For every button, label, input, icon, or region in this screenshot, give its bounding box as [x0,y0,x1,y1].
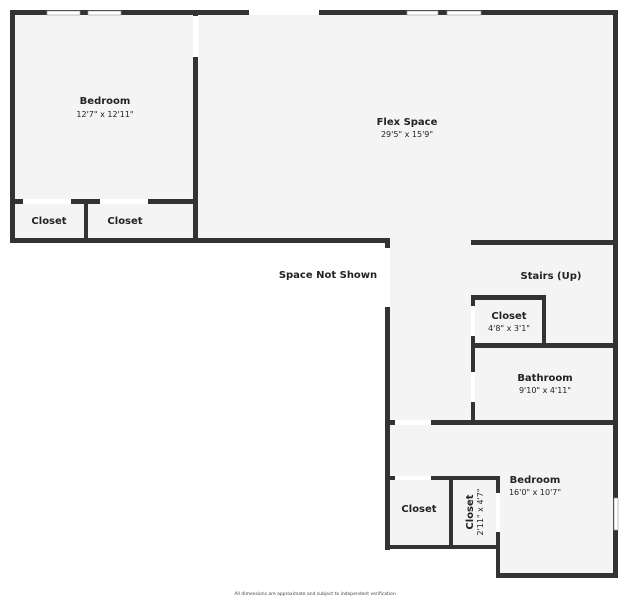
door-closet4 [395,476,431,480]
closet3-floor [473,297,544,345]
wall-hall-left [385,238,390,550]
door-hall [385,248,390,307]
room-dims: 2'11" x 4'7" [476,488,485,535]
wall-left [10,10,15,243]
bedroom2-lower-floor [498,540,616,576]
door-bedroom1 [193,16,198,57]
wall-bathroom-bottom [385,420,618,425]
room-dims: 4'8" x 3'1" [488,324,530,333]
flex-floor [196,12,616,241]
wall-closet4-divider [449,476,453,548]
room-name: Stairs (Up) [521,271,582,282]
door-closet5 [496,493,500,532]
room-name: Bedroom [80,96,131,107]
window [87,10,122,16]
floor-areas [12,12,616,576]
wall-closet3-top [471,295,546,300]
room-name: Closet [31,216,66,227]
wall-stairs-top [471,240,618,245]
window [446,10,482,16]
room-name: Closet [401,504,436,515]
wall-left-bottom [10,238,390,243]
wall-bottom [496,573,618,578]
wall-right [613,10,618,578]
wall-closets2-bottom [385,545,500,549]
wall-bedroom-divider [193,10,198,243]
door-bedroom2 [395,420,431,425]
room-dims: 9'10" x 4'11" [519,386,571,395]
room-name: Flex Space [377,117,438,128]
door-closet2 [100,199,148,204]
wall-bathroom-top [471,343,618,348]
room-name: Closet [491,311,526,322]
room-dims: 29'5" x 15'9" [381,130,433,139]
room-name: Bedroom [510,475,561,486]
wall-closet-divider [84,199,88,243]
room-name: Space Not Shown [279,270,377,281]
window [406,10,439,16]
door-closet1 [23,199,71,204]
wall-closet3-left [471,295,475,425]
bathroom-floor [473,347,615,421]
opening-flex-top [249,10,319,15]
room-dims: 12'7" x 12'11" [76,110,133,119]
door-bathroom [471,372,475,402]
disclaimer: All dimensions are approximate and subje… [234,591,395,597]
room-dims: 16'0" x 10'7" [509,488,561,497]
hall-floor [387,240,475,424]
wall-closet3-right [542,295,546,347]
room-name: Closet [107,216,142,227]
door-closet3 [471,306,475,336]
room-name: Bathroom [517,373,572,384]
openings [23,10,619,532]
bedroom2-floor [387,422,616,546]
window [613,497,619,531]
bedroom1-floor [12,12,196,241]
window [46,10,81,16]
wall-closets2-top [385,476,500,480]
room-name: Closet [465,494,476,529]
